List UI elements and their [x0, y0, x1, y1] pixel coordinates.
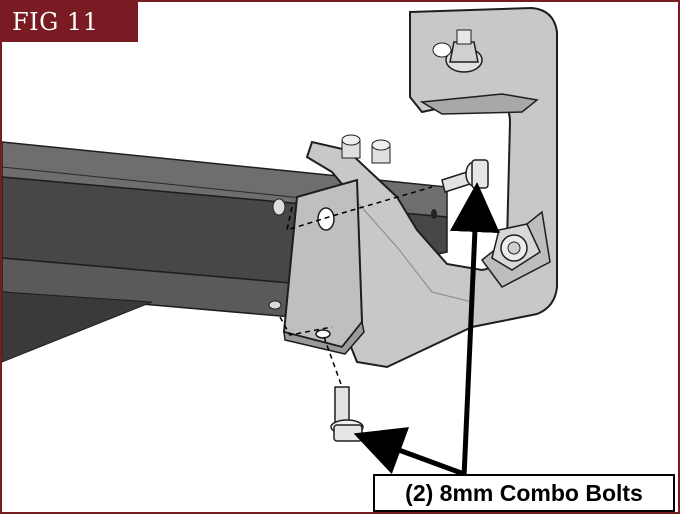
- combo-bolt-bottom: [330, 386, 364, 442]
- callout-arrows: [353, 182, 500, 478]
- front-plate: [282, 178, 365, 355]
- lower-bracket-bolt: [491, 223, 541, 271]
- figure-label: FIG 11: [2, 2, 138, 42]
- upper-bolt-assembly: [432, 29, 483, 73]
- alignment-lines: [279, 186, 433, 388]
- callout-label: (2) 8mm Combo Bolts: [373, 474, 675, 512]
- combo-bolt-side: [441, 159, 489, 193]
- tab-nuts: [341, 134, 391, 164]
